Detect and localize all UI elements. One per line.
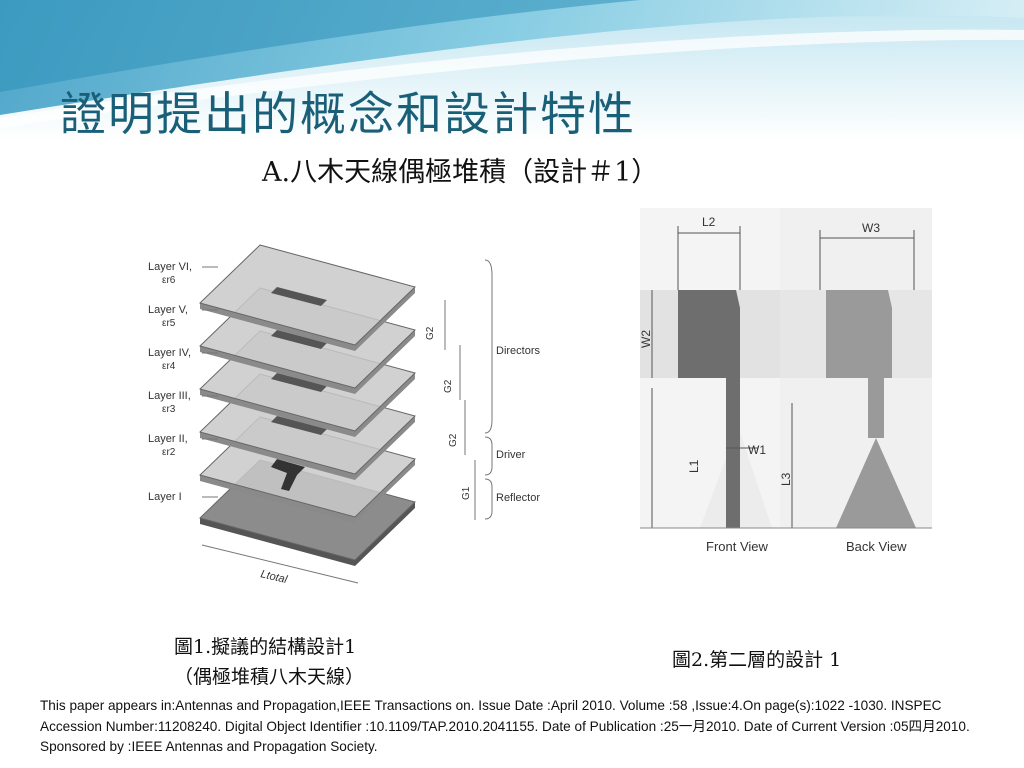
- layer-permittivity-label: εr3: [162, 404, 176, 415]
- dim-label-w3: W3: [862, 221, 880, 235]
- figure1-stack-diagram: G2 G2 G2 G1 Directors Driver Reflector L…: [140, 205, 550, 605]
- back-patch: [826, 290, 892, 378]
- gap-label-2: G2: [443, 379, 454, 393]
- back-taper: [836, 438, 916, 528]
- director-strip: [271, 416, 327, 435]
- slide-subtitle: A.八木天線偶極堆積（設計＃1）: [262, 157, 659, 188]
- gap-label-1: G2: [425, 326, 436, 340]
- back-view-label: Back View: [846, 539, 907, 554]
- director-strip: [271, 373, 327, 392]
- layer-label: Layer V,: [148, 304, 188, 316]
- director-strip: [271, 287, 327, 306]
- layer-permittivity-label: εr6: [162, 275, 176, 286]
- layer-label: Layer II,: [148, 433, 188, 445]
- dim-label-l3: L3: [779, 472, 793, 486]
- figure2-caption: 圖2.第二層的設計 1: [672, 649, 842, 671]
- dim-label-l2: L2: [702, 215, 716, 229]
- layer-label: Layer IV,: [148, 347, 191, 359]
- director-strip: [271, 330, 327, 349]
- layer-permittivity-label: εr2: [162, 447, 176, 458]
- front-view-label: Front View: [706, 539, 769, 554]
- dim-label-l1: L1: [687, 459, 701, 473]
- figure1-caption: 圖1.擬議的結構設計1 （偶極堆積八木天線）: [174, 632, 364, 692]
- front-dipole-arm: [678, 290, 740, 378]
- group-label-driver: Driver: [496, 449, 526, 461]
- driver-dipole: [271, 459, 305, 491]
- layer-permittivity-label: εr4: [162, 361, 176, 372]
- figure1-caption-line1: 圖1.擬議的結構設計1: [174, 636, 357, 658]
- layer-plate-6: [199, 244, 416, 351]
- reference-citation: This paper appears in:Antennas and Propa…: [40, 698, 970, 754]
- slide-title: 證明提出的概念和設計特性: [60, 87, 636, 141]
- layer-permittivity-label: εr5: [162, 318, 176, 329]
- layer-label: Layer III,: [148, 390, 191, 402]
- dim-label-w2: W2: [640, 330, 653, 348]
- layer-label: Layer VI,: [148, 261, 192, 273]
- layer-label: Layer I: [148, 491, 182, 503]
- back-feed-line: [868, 378, 884, 438]
- background-swoosh: [0, 0, 1024, 140]
- figure2-layer-design: L2 W2 L1 W1 W3 L3 Front View Back View: [640, 208, 932, 568]
- gap-label-3: G2: [448, 433, 459, 447]
- figure1-caption-line2: （偶極堆積八木天線）: [174, 666, 365, 688]
- group-label-directors: Directors: [496, 345, 541, 357]
- dim-label-w1: W1: [748, 443, 766, 457]
- group-label-reflector: Reflector: [496, 492, 540, 504]
- front-feed-line: [726, 378, 740, 528]
- gap-label-4: G1: [461, 486, 472, 500]
